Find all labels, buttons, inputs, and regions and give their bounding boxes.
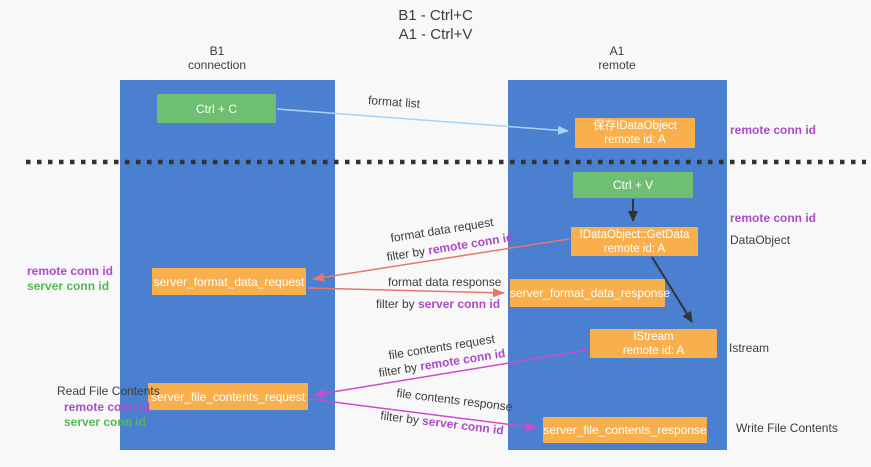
format-data-response-label: format data response	[388, 275, 502, 289]
server-format-data-response-box: server_format_data_response	[510, 279, 671, 307]
server-file-contents-request-label: server_file_contents_request	[150, 389, 306, 404]
annotation-write-file-contents: Write File Contents	[736, 421, 838, 435]
annotation-left-format-remote-conn-id: remote conn id	[27, 264, 114, 278]
annotation-left-file-remote-conn-id: remote conn id	[64, 400, 151, 414]
annotation-remote-conn-id-mid: remote conn id	[730, 211, 817, 225]
getdata-box: IDataObject::GetData remote id: A	[571, 227, 698, 256]
format-data-request-arrow	[312, 238, 570, 282]
istream-line2: remote id: A	[622, 344, 685, 357]
annotation-dataobject: DataObject	[730, 233, 791, 247]
save-dataobject-line1: 保存IDataObject	[593, 120, 677, 132]
annotation-remote-conn-id-top: remote conn id	[730, 123, 817, 137]
server-file-contents-response-box: server_file_contents_response	[543, 417, 707, 443]
filter-by-prefix: filter by	[376, 297, 415, 311]
format-data-response-arrow	[307, 287, 505, 298]
getdata-line1: IDataObject::GetData	[579, 228, 690, 241]
istream-box: IStream remote id: A	[590, 329, 717, 358]
title-line-1: B1 - Ctrl+C	[398, 7, 473, 24]
right-column-role: remote	[598, 58, 636, 72]
server-file-contents-response-label: server_file_contents_response	[543, 423, 707, 437]
server-file-contents-request-box: server_file_contents_request	[148, 383, 308, 410]
ctrl-v-label: Ctrl + V	[612, 178, 654, 192]
server-format-data-request-label: server_format_data_request	[153, 274, 305, 289]
file-contents-request-arrow	[313, 349, 589, 398]
save-dataobject-box: 保存IDataObject remote id: A	[575, 118, 695, 148]
annotation-istream: Istream	[729, 341, 770, 355]
format-data-response-filter-label: filter by server conn id	[376, 297, 500, 312]
save-dataobject-line2: remote id: A	[604, 134, 666, 146]
server-format-data-response-label: server_format_data_response	[510, 286, 671, 300]
getdata-to-istream-arrow	[651, 256, 693, 323]
ctrl-v-box: Ctrl + V	[573, 172, 693, 198]
ctrl-c-label: Ctrl + C	[195, 101, 237, 116]
annotation-left-file-server-conn-id: server conn id	[64, 415, 147, 429]
filter-key-server-conn-id: server conn id	[418, 297, 501, 311]
right-column-name: A1	[609, 44, 625, 58]
format-list-arrow	[276, 108, 569, 135]
right-column-header: A1 remote	[547, 44, 687, 72]
annotation-left-format-server-conn-id: server conn id	[27, 279, 110, 293]
file-contents-response-arrow	[309, 398, 538, 432]
title-line-2: A1 - Ctrl+V	[398, 26, 473, 43]
istream-line1: IStream	[633, 330, 674, 343]
getdata-line2: remote id: A	[603, 242, 666, 255]
ctrl-c-box: Ctrl + C	[157, 94, 276, 123]
diagram-title: B1 - Ctrl+C A1 - Ctrl+V	[0, 6, 871, 44]
left-column-header: B1 connection	[147, 44, 287, 72]
left-column-role: connection	[187, 58, 247, 72]
annotation-read-file-contents: Read File Contents	[57, 384, 160, 398]
server-format-data-request-box: server_format_data_request	[152, 268, 306, 295]
left-column-name: B1	[209, 44, 225, 58]
